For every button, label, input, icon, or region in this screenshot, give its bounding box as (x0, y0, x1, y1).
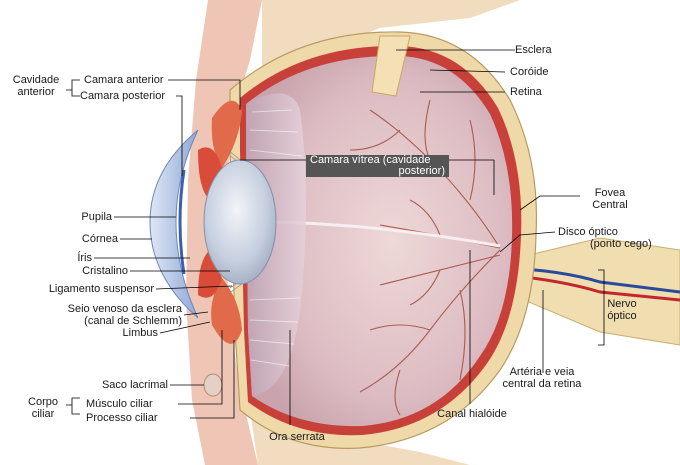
label-camara-posterior: Camara posterior (80, 90, 165, 102)
label-coroide: Coróide (510, 66, 549, 78)
label-retina: Retina (510, 86, 542, 98)
label-corpo-1: Corpo (28, 396, 58, 408)
sclera-cutaway (371, 35, 411, 97)
label-esclera: Esclera (515, 44, 552, 56)
label-seio-2: (canal de Schlemm) (84, 315, 182, 327)
label-camara-anterior: Camara anterior (84, 74, 164, 86)
orbit-tissue-top (262, 0, 520, 100)
leader-lines (66, 49, 605, 425)
label-disco-1: Disco óptico (558, 226, 618, 238)
upper-ciliary-body (211, 100, 242, 168)
upper-iris (198, 147, 222, 200)
lacrimal-sac-shape (203, 373, 223, 397)
label-nervo-1: Nervo (607, 298, 637, 310)
callout-camara-vitrea: Camara vítrea (cavidade posterior) (306, 155, 449, 177)
label-camara-vitrea-1: Camara vítrea (cavidade (310, 154, 431, 166)
label-cavidade-anterior-1: Cavidade (12, 74, 60, 86)
label-iris: Íris (77, 252, 92, 264)
label-seio-1: Seio venoso da esclera (67, 303, 182, 315)
label-fovea-2: Central (592, 199, 628, 211)
lower-ciliary-body (211, 278, 242, 344)
vitreous-chamber-shape (246, 55, 513, 427)
label-cavidade-anterior-2: anterior (17, 86, 55, 98)
orbit-tissue-bottom (250, 410, 470, 465)
label-ora-serrata: Ora serrata (269, 431, 325, 443)
lens-shape (203, 159, 277, 285)
label-nervo-2: óptico (607, 310, 637, 322)
label-musculo-ciliar: Músculo ciliar (86, 398, 153, 410)
label-cornea: Córnea (81, 233, 118, 245)
label-saco-lacrimal: Saco lacrimal (101, 379, 168, 391)
label-fovea-1: Fovea (594, 187, 626, 199)
label-corpo-2: ciliar (31, 408, 55, 420)
label-disco-2: (ponto cego) (590, 238, 652, 250)
label-cristalino: Cristalino (82, 265, 128, 277)
iris-edge-shape (178, 169, 186, 275)
label-processo-ciliar: Processo ciliar (86, 412, 158, 424)
label-pupila: Pupila (81, 211, 112, 223)
label-limbus: Limbus (122, 327, 158, 339)
ora-serrata-striations (249, 109, 303, 367)
label-canal-hialoide: Canal hialóide (437, 408, 507, 420)
lower-iris (198, 250, 222, 298)
label-arteria-2: central da retina (502, 378, 582, 390)
label-camara-vitrea-2: posterior) (398, 165, 445, 177)
label-ligamento: Ligamento suspensor (48, 283, 154, 295)
label-arteria-1: Artéria e veia (509, 366, 575, 378)
